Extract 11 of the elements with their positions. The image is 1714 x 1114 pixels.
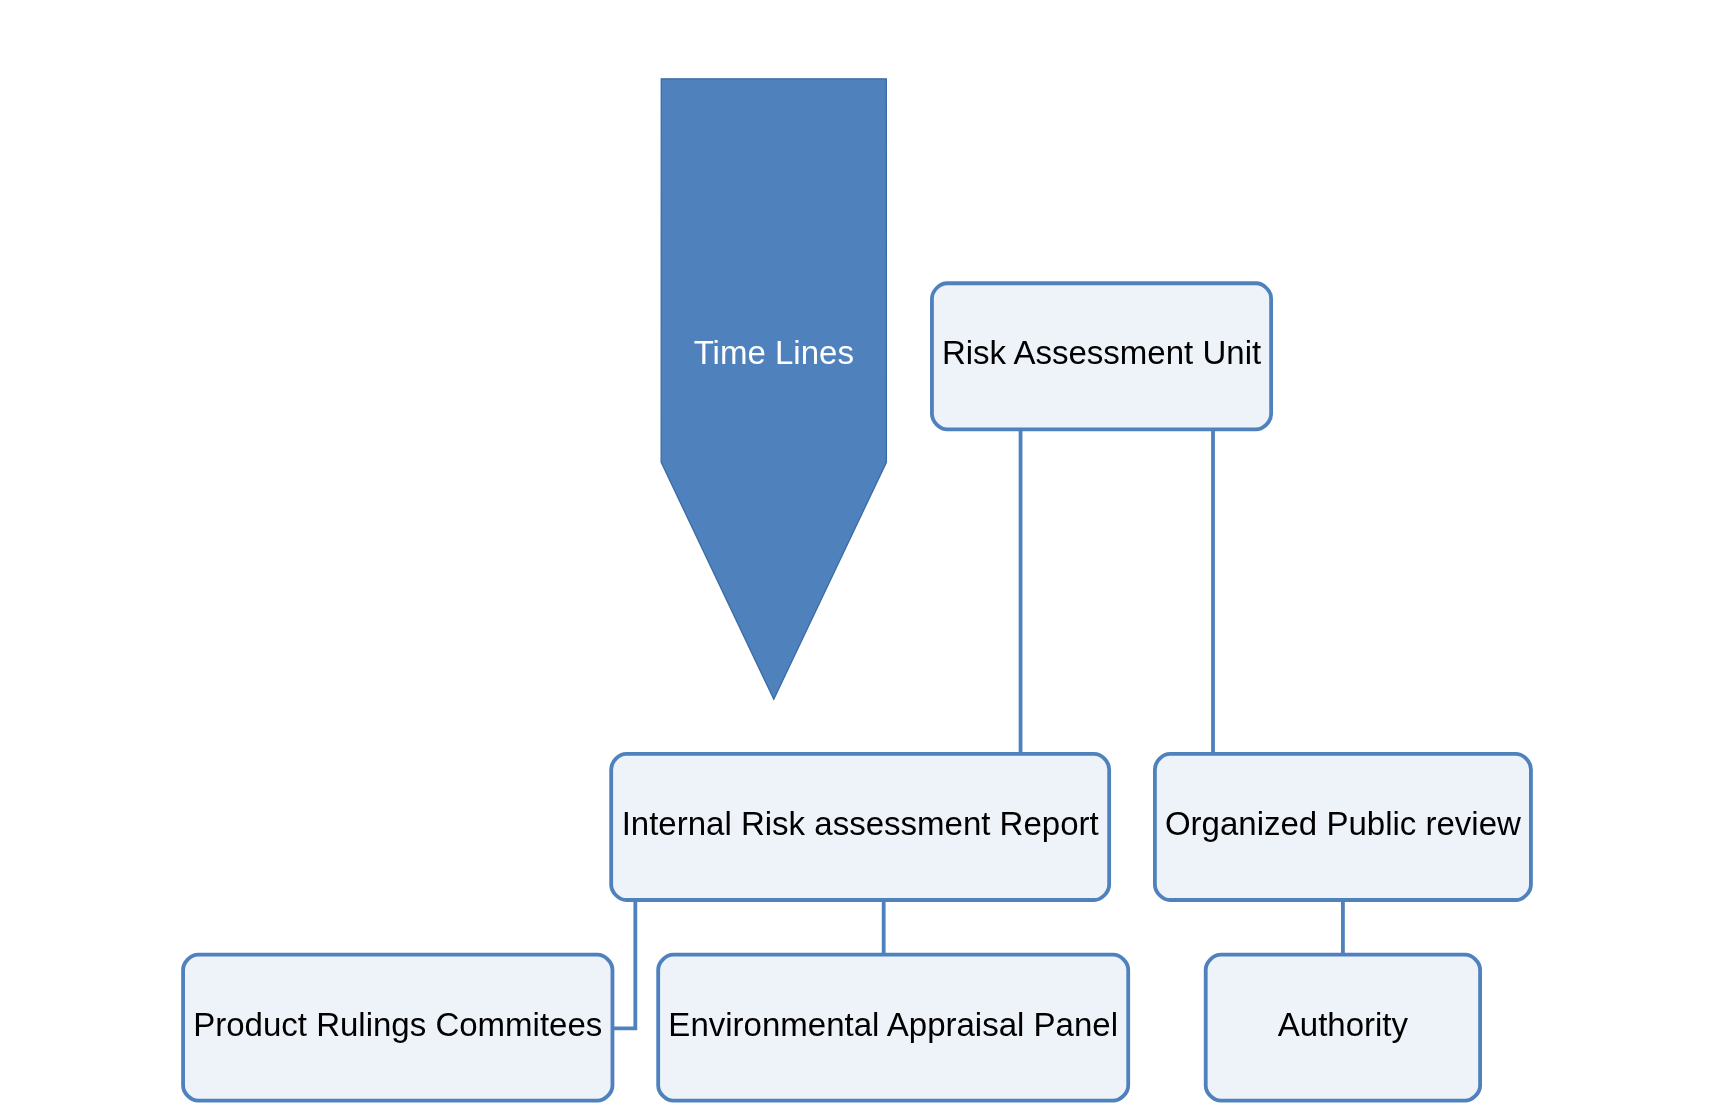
node-box: Product Rulings Commitees (181, 952, 615, 1103)
node-box: Internal Risk assessment Report (609, 752, 1112, 902)
connector (1341, 900, 1345, 955)
node-box: Risk Assessment Unit (930, 281, 1274, 432)
node-box: Organized Public review (1153, 752, 1533, 902)
node-box: Authority (1203, 952, 1482, 1103)
connector (881, 900, 886, 955)
node-box: Environmental Appraisal Panel (656, 952, 1131, 1103)
connector (1018, 429, 1023, 754)
connector (612, 900, 638, 1031)
connector (1211, 429, 1215, 754)
